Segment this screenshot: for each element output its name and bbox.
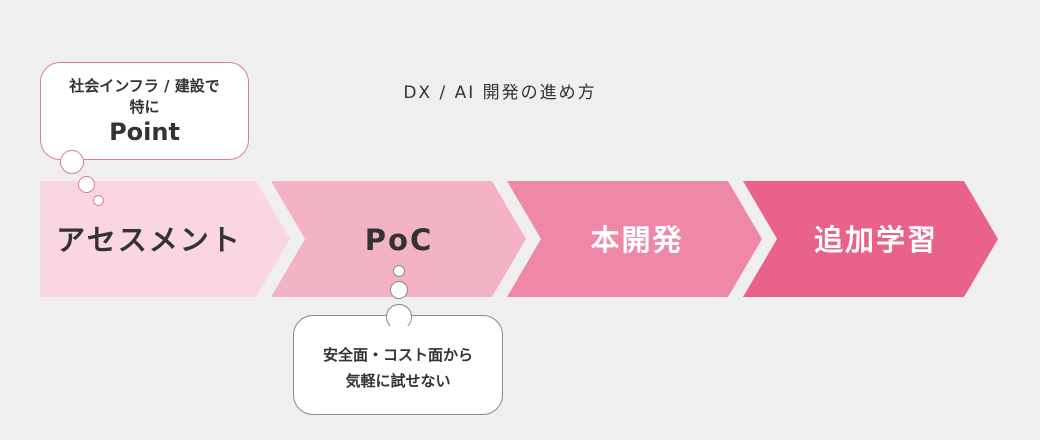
callout-bottom-line1: 安全面・コスト面から [322,346,473,364]
callout-top-line3: Point [109,118,180,146]
thought-dot-large-overlay [386,304,412,330]
step-shape-development [507,181,762,297]
step-shape-poc [271,181,526,297]
step-label-development: 本開発 [590,223,684,257]
step-label-additional-learning: 追加学習 [813,223,938,257]
callout-top-line1: 社会インフラ / 建設で [69,77,220,95]
callout-bottom-line2: 気軽に試せない [345,372,451,390]
step-label-assessment: アセスメント [56,223,242,257]
step-shape-assessment [40,181,290,297]
thought-dot-small [393,265,405,277]
thought-dot-medium [78,176,95,193]
callout-top-line2: 特に [129,98,160,116]
thought-dot-small [93,195,104,206]
step-label-poc: PoC [364,223,434,257]
step-shape-additional-learning [743,181,998,297]
callout-infrastructure-point: 社会インフラ / 建設で 特に Point [40,62,249,160]
thought-dot-large [60,150,84,174]
thought-dot-medium [390,281,408,299]
diagram-title: DX / AI 開発の進め方 [403,83,597,103]
callout-safety-cost: 安全面・コスト面から 気軽に試せない [293,315,503,415]
